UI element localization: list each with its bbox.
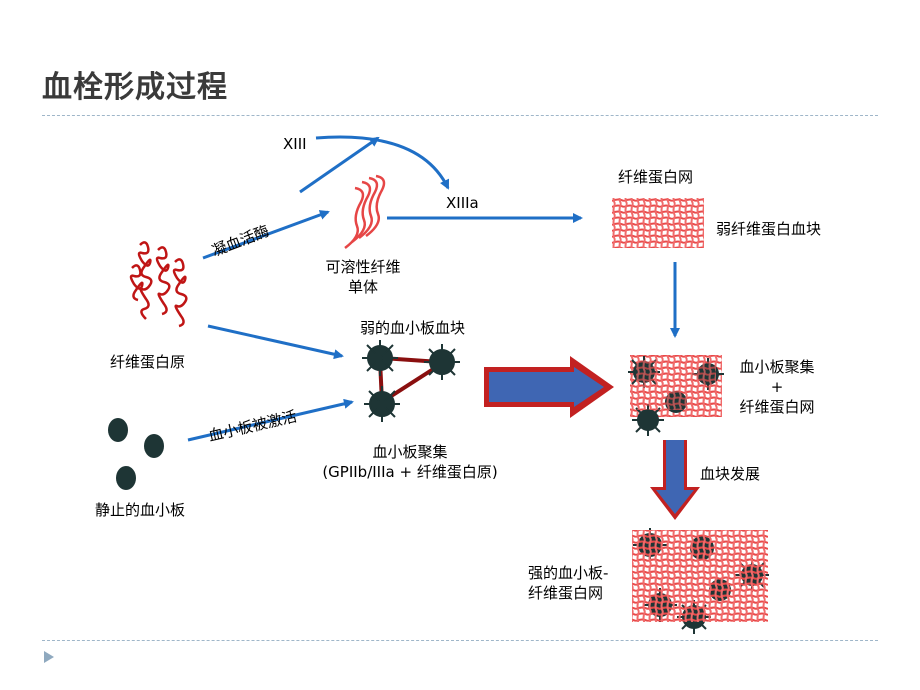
label-fibrinogen: 纤维蛋白原 bbox=[110, 353, 186, 371]
strong-clot bbox=[632, 528, 769, 634]
label-aggregation-line1: 血小板聚集 bbox=[372, 443, 448, 461]
process-arrows bbox=[187, 135, 680, 442]
soluble-monomer bbox=[344, 174, 386, 249]
platelet-fibrin-mass bbox=[628, 355, 724, 436]
label-fibrin-net: 纤维蛋白网 bbox=[618, 168, 694, 186]
bullet-triangle-icon bbox=[44, 651, 54, 663]
label-xiiia: XIIIa bbox=[446, 194, 479, 212]
label-soluble-monomer-line2: 单体 bbox=[347, 278, 378, 296]
fibrin-net bbox=[612, 198, 704, 248]
label-resting-platelets: 静止的血小板 bbox=[95, 501, 186, 519]
label-aggregation-fibrin: 血小板聚集 + 纤维蛋白网 bbox=[724, 357, 830, 417]
label-clot-develop: 血块发展 bbox=[700, 465, 761, 483]
label-aggregation: 血小板聚集 (GPIIb/IIIa + 纤维蛋白原) bbox=[300, 442, 520, 482]
big-arrow-right bbox=[484, 356, 614, 418]
footer-divider bbox=[42, 640, 878, 641]
weak-platelet-clot bbox=[362, 340, 460, 422]
label-soluble-monomer: 可溶性纤维 单体 bbox=[308, 257, 418, 297]
label-aggregation-line2: (GPIIb/IIIa + 纤维蛋白原) bbox=[322, 463, 498, 481]
resting-platelets bbox=[108, 418, 164, 490]
label-agg-fibrin-line2: + bbox=[770, 378, 784, 396]
label-strong-line1: 强的血小板- bbox=[528, 564, 609, 582]
label-agg-fibrin-line3: 纤维蛋白网 bbox=[739, 398, 815, 416]
label-strong-clot: 强的血小板- 纤维蛋白网 bbox=[528, 563, 608, 603]
fibrinogen-coils bbox=[129, 241, 188, 328]
title-divider bbox=[42, 115, 878, 116]
big-arrow-down bbox=[650, 440, 700, 520]
label-weak-fibrin-clot: 弱纤维蛋白血块 bbox=[716, 220, 822, 238]
label-soluble-monomer-line1: 可溶性纤维 bbox=[325, 258, 401, 276]
label-strong-line2: 纤维蛋白网 bbox=[528, 584, 604, 602]
label-agg-fibrin-line1: 血小板聚集 bbox=[739, 358, 815, 376]
label-weak-platelet-clot: 弱的血小板血块 bbox=[360, 319, 466, 337]
label-xiii: XIII bbox=[283, 135, 307, 153]
page-title: 血栓形成过程 bbox=[42, 70, 228, 105]
